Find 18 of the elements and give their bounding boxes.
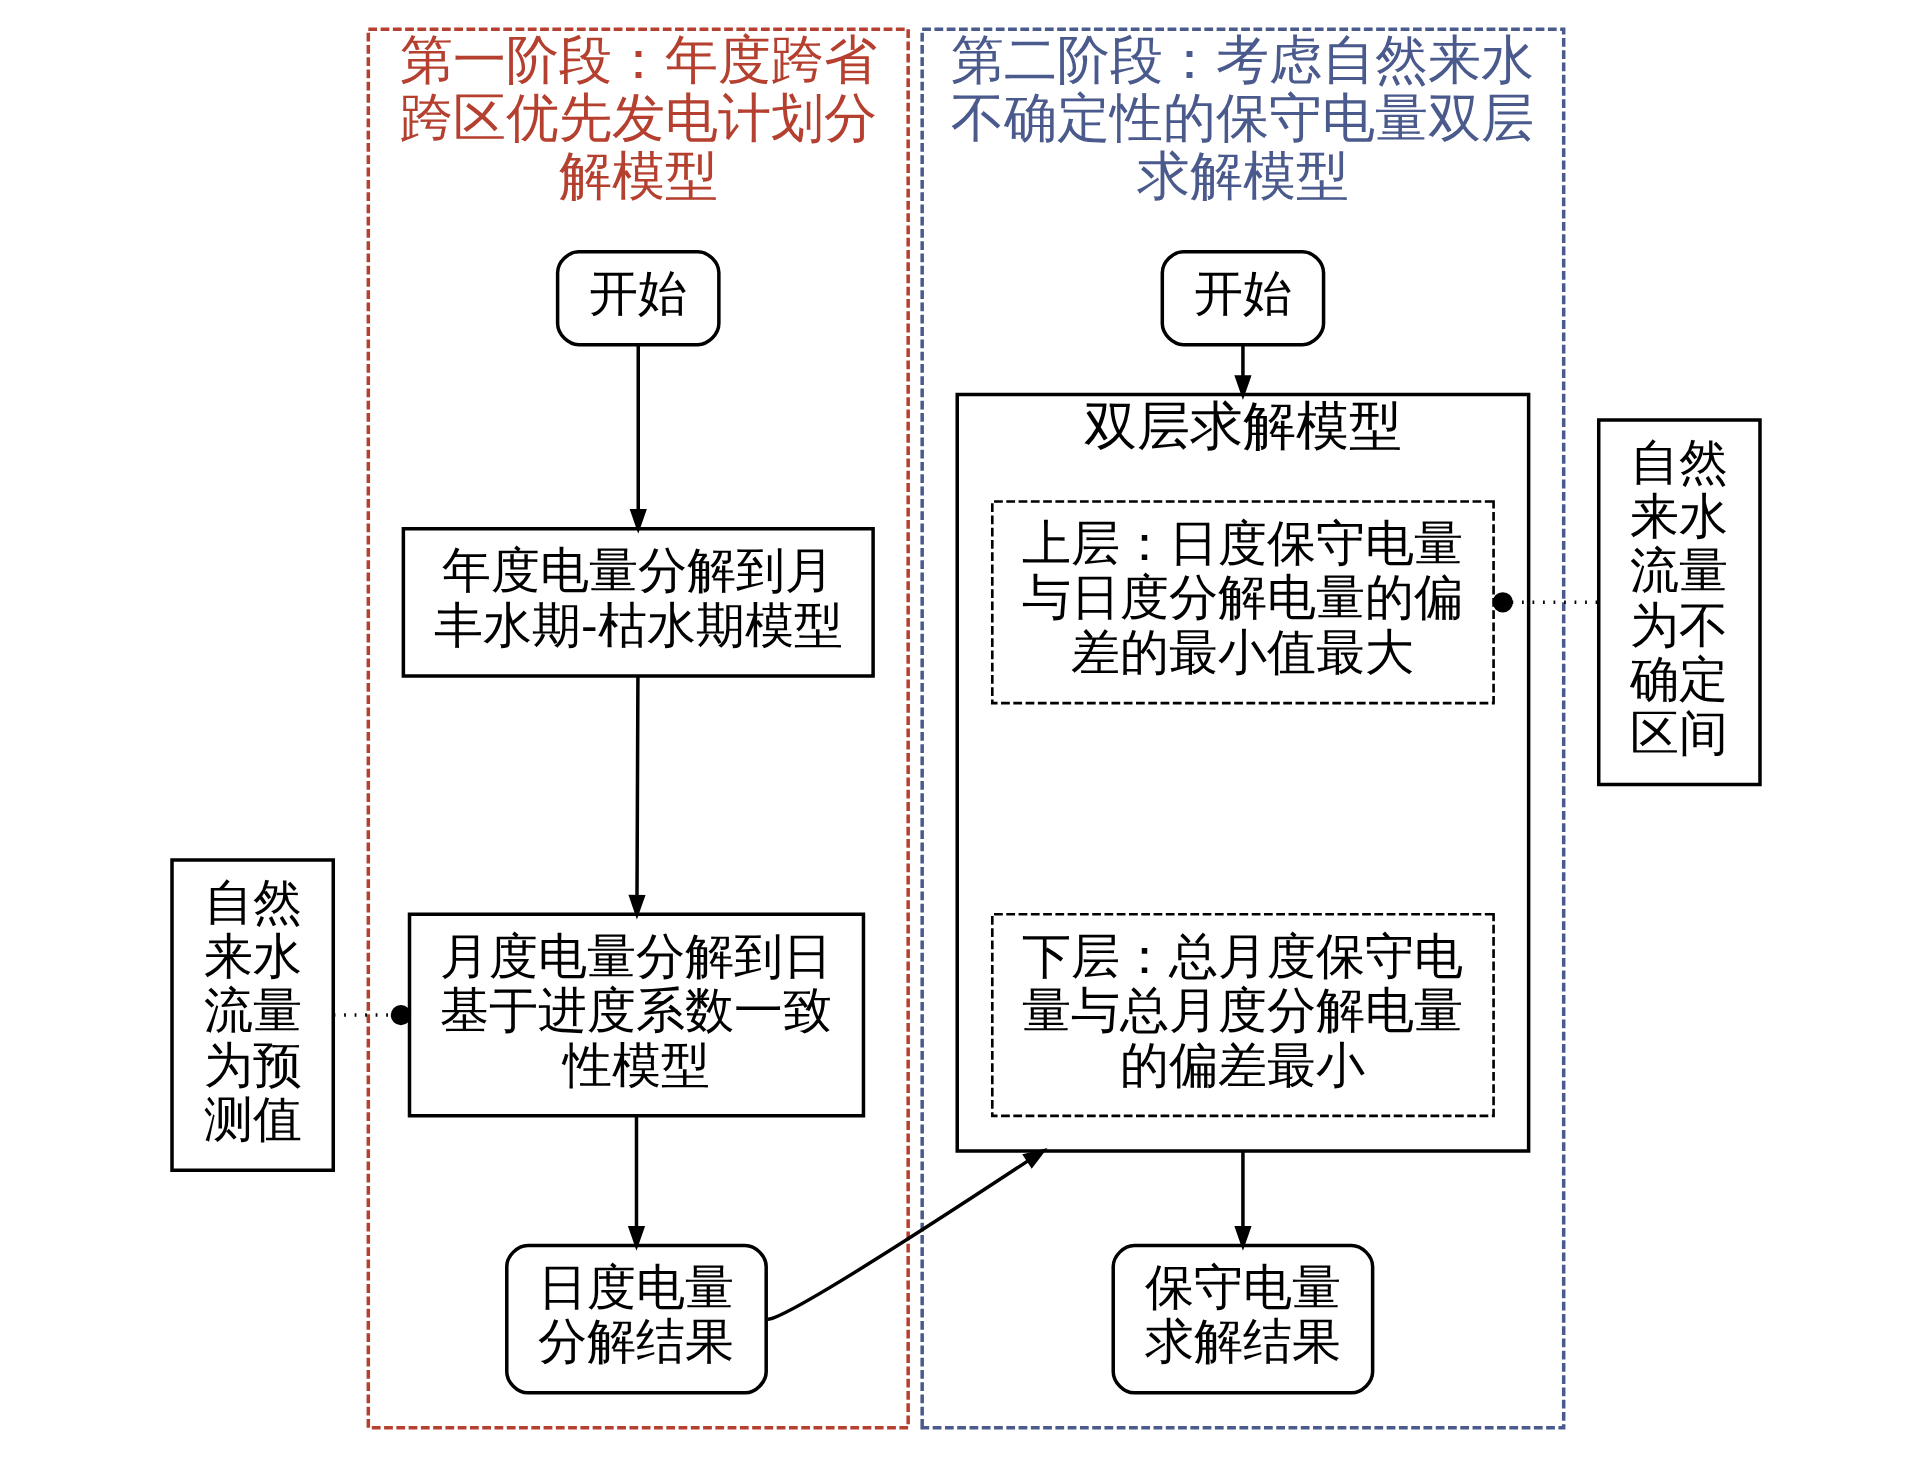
node-box: 日度电量分解结果 <box>505 1243 768 1395</box>
arrow <box>628 676 646 920</box>
node-box: 保守电量求解结果 <box>1111 1243 1375 1395</box>
node-box: 开始 <box>555 250 721 347</box>
node-box: 上层：日度保守电量与日度分解电量的偏差的最小值最大 <box>990 500 1495 705</box>
node-box: 自然来水流量为不确定区间 <box>1597 418 1762 787</box>
node-box: 开始 <box>1160 250 1326 347</box>
node-box: 下层：总月度保守电量与总月度分解电量的偏差最小 <box>990 912 1495 1118</box>
arrow <box>1234 344 1252 400</box>
arrow <box>629 344 647 534</box>
arrow <box>627 1116 646 1251</box>
arrow <box>1234 1150 1252 1251</box>
node-box: 自然来水流量为预测值 <box>170 858 335 1172</box>
arrow <box>767 1148 1048 1321</box>
connector <box>1492 592 1599 613</box>
node-box: 年度电量分解到月丰水期-枯水期模型 <box>401 526 875 678</box>
connector <box>333 1004 412 1026</box>
node-box: 月度电量分解到日基于进度系数一致性模型 <box>407 912 866 1118</box>
